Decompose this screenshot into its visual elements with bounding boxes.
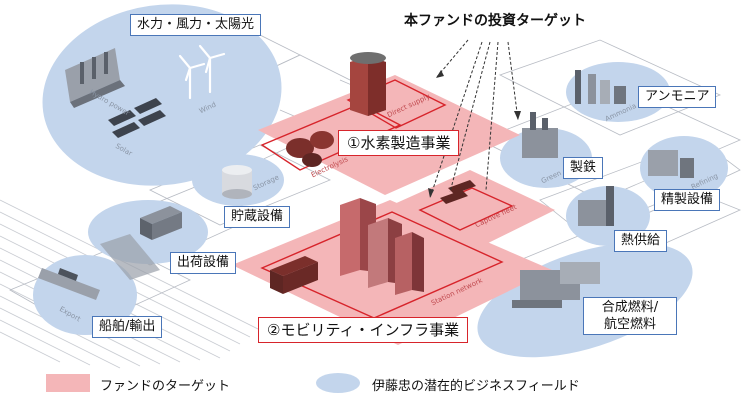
legend-label-target: ファンドのターゲット [100, 379, 231, 394]
legend-label-field: 伊藤忠の潜在的ビジネスフィールド [372, 379, 580, 394]
legend-swatch-target [46, 374, 90, 392]
label-synfuel-line1: 合成燃料/ [601, 300, 659, 315]
label-export: 船舶/輸出 [92, 316, 163, 338]
label-shipping: 出荷設備 [170, 252, 237, 274]
label-steel: 製鉄 [563, 157, 604, 179]
label-storage: 貯蔵設備 [224, 206, 291, 228]
steel-plant-icon [522, 112, 558, 158]
label-renewables: 水力・風力・太陽光 [130, 14, 262, 36]
synfuel-plant-icon [512, 262, 600, 308]
ammonia-plant-icon [575, 70, 626, 104]
diagram-title: 本ファンドの投資ターゲット [404, 13, 586, 29]
hydro-dam-icon [65, 48, 125, 108]
hydrogen-plant-icon [350, 52, 386, 116]
refinery-icon [648, 150, 694, 178]
field-renewables [42, 4, 282, 186]
target-label-hydrogen: ①水素製造事業 [338, 130, 460, 156]
label-heat: 熱供給 [614, 230, 668, 252]
legend-swatch-field [316, 373, 360, 393]
label-synfuel: 合成燃料/ 航空燃料 [583, 297, 677, 335]
heat-plant-icon [578, 186, 614, 226]
arrow-heads [428, 70, 521, 198]
captive-fleet-icon [440, 180, 476, 204]
label-ammonia: アンモニア [638, 86, 717, 108]
ship-icon [38, 268, 100, 300]
electrolysis-icon [286, 131, 334, 167]
label-synfuel-line2: 航空燃料 [603, 317, 656, 332]
target-label-mobility: ②モビリティ・インフラ事業 [258, 317, 469, 343]
illustrations [38, 44, 694, 308]
label-refining: 精製設備 [654, 189, 721, 211]
city-buildings-icon [270, 198, 424, 295]
wind-turbine-icon [178, 44, 226, 100]
storage-tank-icon [222, 165, 252, 199]
solar-panel-icon [108, 98, 166, 138]
shipping-facility-icon [100, 206, 182, 280]
